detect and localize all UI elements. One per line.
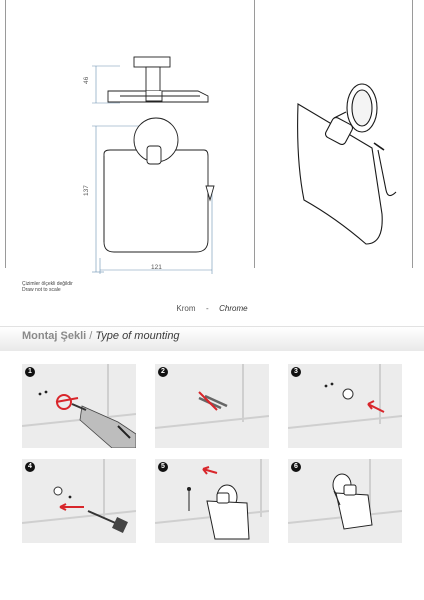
mounting-step-5: 5 bbox=[155, 459, 269, 543]
step-3-number: 3 bbox=[291, 367, 301, 377]
mounting-title-tr: Montaj Şekli bbox=[22, 330, 87, 342]
dimension-width: 121 bbox=[151, 264, 162, 271]
frame-center-rule bbox=[254, 0, 255, 268]
frame-left-rule bbox=[5, 0, 6, 268]
step-5-number: 5 bbox=[158, 462, 168, 472]
finish-tr: Krom bbox=[176, 304, 196, 313]
mounting-step-2: 2 bbox=[155, 364, 269, 448]
finish-label: Krom - Chrome bbox=[0, 304, 424, 313]
frame-right-rule bbox=[412, 0, 413, 268]
step-2-number: 2 bbox=[158, 367, 168, 377]
mounting-title: Montaj Şekli / Type of mounting bbox=[22, 330, 180, 342]
step-4-number: 4 bbox=[25, 462, 35, 472]
finish-en: Chrome bbox=[219, 304, 248, 313]
step-6-number: 6 bbox=[291, 462, 301, 472]
mounting-step-1: 1 bbox=[22, 364, 136, 448]
mounting-step-3: 3 bbox=[288, 364, 402, 448]
mounting-step-6: 6 bbox=[288, 459, 402, 543]
mounting-header-band bbox=[0, 326, 424, 351]
mounting-title-separator: / bbox=[89, 330, 93, 342]
step-1-number: 1 bbox=[25, 367, 35, 377]
scale-note-tr: Çizimler ölçekli değildir bbox=[22, 281, 73, 287]
dimension-height: 46 bbox=[83, 76, 90, 84]
mounting-title-en: Type of mounting bbox=[95, 330, 180, 342]
finish-dash: - bbox=[206, 304, 209, 313]
dimension-depth: 137 bbox=[83, 185, 90, 196]
mounting-step-4: 4 bbox=[22, 459, 136, 543]
scale-note-en: Draw not to scale bbox=[22, 287, 61, 293]
technical-drawing: 46 137 121 bbox=[83, 56, 397, 274]
